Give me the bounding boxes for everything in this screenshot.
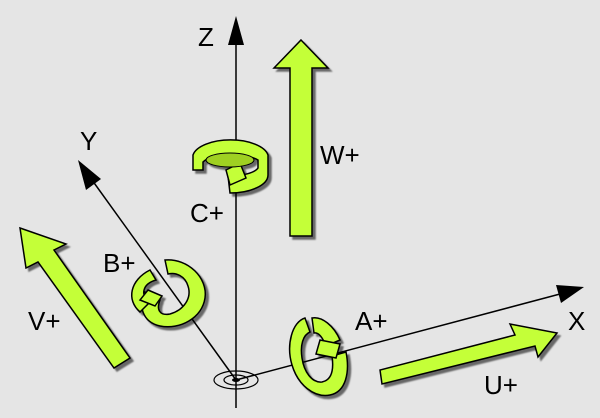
y-axis bbox=[78, 160, 237, 381]
w-plus-arrow bbox=[272, 38, 330, 237]
b-plus-rotation-icon bbox=[130, 259, 206, 328]
b-plus-label: B+ bbox=[103, 248, 136, 278]
c-plus-label: C+ bbox=[190, 198, 224, 228]
a-plus-label: A+ bbox=[355, 306, 388, 336]
u-plus-arrow bbox=[379, 322, 559, 385]
w-plus-label: W+ bbox=[320, 140, 360, 170]
x-axis-label: X bbox=[568, 306, 585, 336]
v-plus-arrow bbox=[19, 226, 132, 370]
c-plus-rotation-icon bbox=[192, 139, 269, 194]
z-axis bbox=[228, 16, 244, 408]
y-axis-label: Y bbox=[80, 126, 97, 156]
u-plus-label: U+ bbox=[484, 370, 518, 400]
z-axis-arrowhead bbox=[228, 16, 244, 45]
z-axis-label: Z bbox=[198, 22, 214, 52]
x-axis-arrowhead bbox=[556, 285, 584, 303]
origin-marker bbox=[213, 370, 259, 390]
x-axis bbox=[235, 285, 584, 381]
y-axis-arrowhead bbox=[78, 160, 101, 190]
v-plus-label: V+ bbox=[28, 306, 61, 336]
a-plus-rotation-icon bbox=[288, 317, 349, 397]
